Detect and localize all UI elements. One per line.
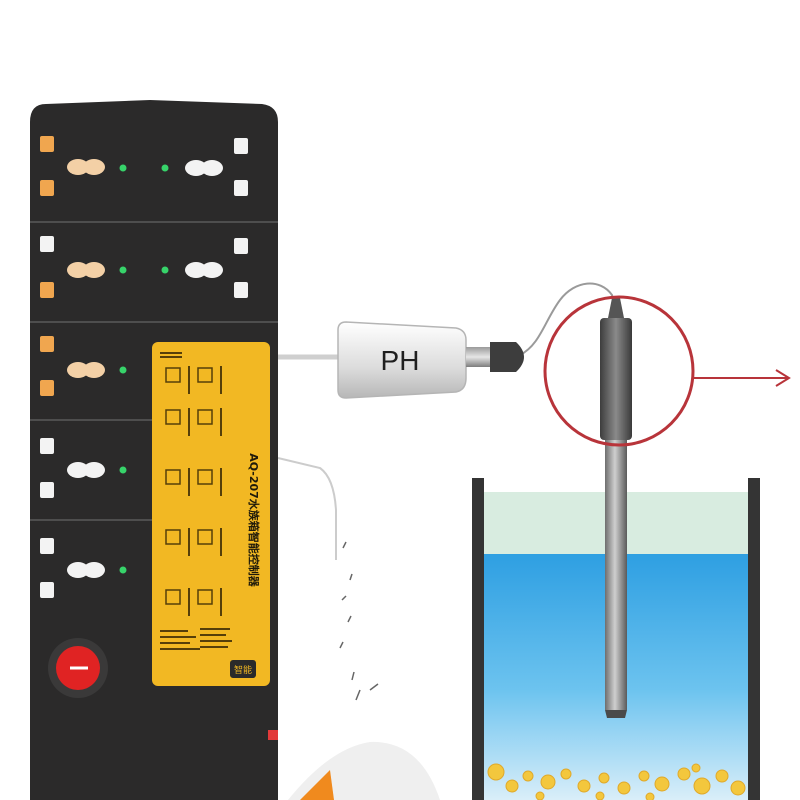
socket-5[interactable] [40, 538, 105, 598]
sensor-wire [277, 457, 337, 560]
sensor-dashes [339, 541, 379, 701]
connector-housing [337, 321, 467, 399]
probe-cable [519, 282, 617, 356]
connector-neck [466, 347, 490, 367]
socket-pair-1[interactable] [40, 136, 248, 196]
sticker-model-text: AQ-207水族箱智能控制器 [247, 453, 261, 588]
indicator-light [161, 266, 169, 274]
socket-pair-2[interactable] [40, 236, 248, 298]
magnifier-ring [543, 295, 695, 447]
indicator-light [119, 466, 127, 474]
probe-shaft [605, 440, 627, 710]
tank-right-wall [748, 478, 760, 800]
indicator-light [119, 266, 127, 274]
ph-connector: PH [272, 321, 524, 399]
indicator-light [161, 164, 169, 172]
bubbles [487, 763, 746, 800]
indicator-light [119, 366, 127, 374]
power-strip: AQ-207水族箱智能控制器 智能 [30, 100, 278, 800]
probe-cap [608, 298, 624, 318]
power-switch[interactable] [48, 638, 108, 698]
brand-badge-box [230, 660, 256, 678]
brand-badge: 智能 [234, 664, 252, 676]
indicator-light [119, 164, 127, 172]
probe-tip [605, 710, 627, 718]
socket-3[interactable] [40, 336, 105, 396]
probe-head [600, 318, 632, 440]
indicator-light [119, 566, 127, 574]
probe-label: PH [381, 345, 420, 376]
float-device-mark [300, 770, 334, 800]
arrow-right-icon [693, 369, 791, 387]
status-led [268, 730, 278, 740]
tank-left-wall [472, 478, 484, 800]
controller-sticker: AQ-207水族箱智能控制器 智能 [152, 342, 270, 686]
ph-probe [600, 298, 632, 718]
strip-dividers [30, 221, 278, 521]
connector-plug [490, 342, 524, 372]
socket-4[interactable] [40, 438, 105, 498]
